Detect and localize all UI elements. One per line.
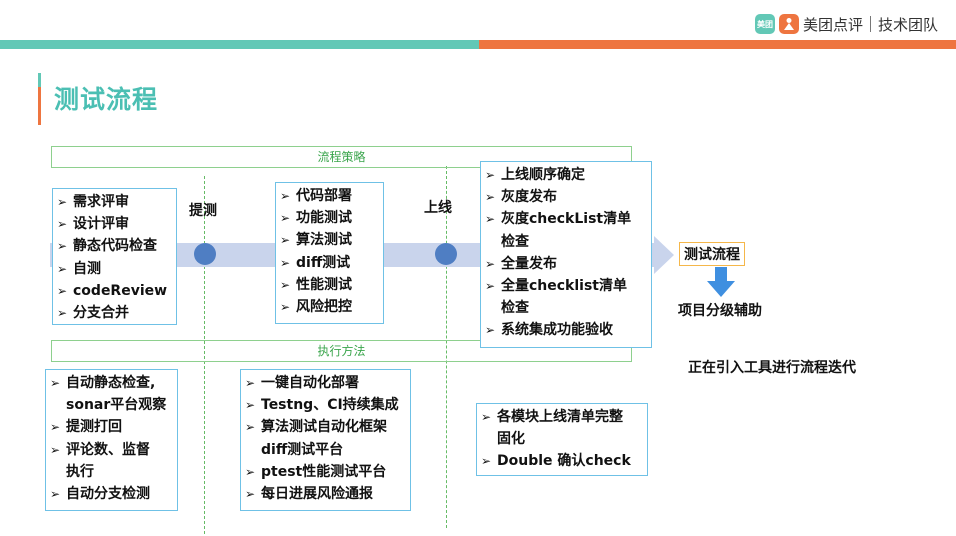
list-item: 灰度checkList清单 xyxy=(485,208,647,230)
brand-logo: 美团 美团点评 技术团队 xyxy=(754,11,938,37)
list-item: 算法测试 xyxy=(280,229,379,251)
list-item: Double 确认check xyxy=(481,450,643,472)
list-item: sonar平台观察 xyxy=(66,397,167,414)
list-item: 风险把控 xyxy=(280,296,379,318)
method-box-dev: 自动静态检查, sonar平台观察提测打回评论数、监督执行自动分支检测 xyxy=(45,369,178,511)
list-item: codeReview xyxy=(57,280,172,302)
list-item: 设计评审 xyxy=(57,213,172,235)
project-grading-label: 项目分级辅助 xyxy=(678,303,762,319)
test-flow-box: 测试流程 xyxy=(679,242,745,266)
stage-label-golive: 上线 xyxy=(424,200,452,216)
strategy-box-release: 上线顺序确定灰度发布灰度checkList清单检查全量发布全量checklist… xyxy=(480,161,652,348)
list-item: 检查 xyxy=(501,233,529,250)
strategy-box-dev: 需求评审 设计评审 静态代码检查 自测 codeReview 分支合并 xyxy=(52,188,177,325)
method-box-test: 一键自动化部署Testng、CI持续集成算法测试自动化框架 diff测试平台 pte… xyxy=(240,369,411,511)
stage-divider-submit xyxy=(204,176,205,534)
list-item: 性能测试 xyxy=(280,274,379,296)
title-accent-bar xyxy=(38,73,41,125)
list-item: 需求评审 xyxy=(57,191,172,213)
stage-label-submit: 提测 xyxy=(189,203,217,219)
meituan-logo-icon: 美团 xyxy=(754,14,775,34)
list-item: 上线顺序确定 xyxy=(485,164,647,186)
list-item: Testng、CI持续集成 xyxy=(245,394,406,416)
list-item: 静态代码检查 xyxy=(57,235,172,257)
list-item: diff测试平台 xyxy=(261,441,344,458)
method-list-test: 一键自动化部署Testng、CI持续集成算法测试自动化框架 diff测试平台 pte… xyxy=(245,372,406,505)
list-item: 每日进展风险通报 xyxy=(245,483,406,505)
list-item: 算法测试自动化框架 xyxy=(245,416,406,438)
header-bar-orange xyxy=(479,40,956,49)
stage-dot-submit xyxy=(194,243,216,265)
strategy-list-release: 上线顺序确定灰度发布灰度checkList清单检查全量发布全量checklist… xyxy=(485,164,647,342)
strategy-list-dev: 需求评审 设计评审 静态代码检查 自测 codeReview 分支合并 xyxy=(57,191,172,324)
stage-divider-golive xyxy=(446,166,447,528)
list-item: 自动分支检测 xyxy=(50,483,173,505)
list-item: 检查 xyxy=(501,300,529,317)
list-item: 执行 xyxy=(66,463,94,480)
list-item: 全量checklist清单 xyxy=(485,275,647,297)
list-item: 各模块上线清单完整 xyxy=(481,406,643,428)
brand-team: 技术团队 xyxy=(877,15,938,34)
iteration-note: 正在引入工具进行流程迭代 xyxy=(688,360,856,376)
list-item: 全量发布 xyxy=(485,253,647,275)
list-item: diff测试 xyxy=(280,252,379,274)
list-item: 系统集成功能验收 xyxy=(485,319,647,341)
header-bar-teal xyxy=(0,40,479,49)
list-item: 提测打回 xyxy=(50,416,173,438)
list-item: 代码部署 xyxy=(280,185,379,207)
down-arrow-icon xyxy=(707,267,735,297)
list-item: 评论数、监督 xyxy=(50,439,173,461)
section-label-method: 执行方法 xyxy=(51,340,632,362)
page-title: 测试流程 xyxy=(54,85,159,114)
title-accent-bar-top xyxy=(38,73,41,87)
dianping-logo-icon xyxy=(778,14,799,34)
list-item: 自动静态检查, xyxy=(50,372,173,394)
list-item: 灰度发布 xyxy=(485,186,647,208)
list-item: 分支合并 xyxy=(57,302,172,324)
list-item: ptest性能测试平台 xyxy=(245,461,406,483)
method-list-dev: 自动静态检查, sonar平台观察提测打回评论数、监督执行自动分支检测 xyxy=(50,372,173,505)
list-item: 自测 xyxy=(57,258,172,280)
brand-separator xyxy=(869,16,871,32)
section-label-strategy: 流程策略 xyxy=(51,146,632,168)
strategy-list-test: 代码部署 功能测试 算法测试 diff测试 性能测试 风险把控 xyxy=(280,185,379,318)
list-item: 一键自动化部署 xyxy=(245,372,406,394)
list-item: 功能测试 xyxy=(280,207,379,229)
list-item: 固化 xyxy=(497,431,525,448)
brand-name: 美团点评 xyxy=(802,15,863,34)
stage-dot-golive xyxy=(435,243,457,265)
strategy-box-test: 代码部署 功能测试 算法测试 diff测试 性能测试 风险把控 xyxy=(275,182,384,324)
